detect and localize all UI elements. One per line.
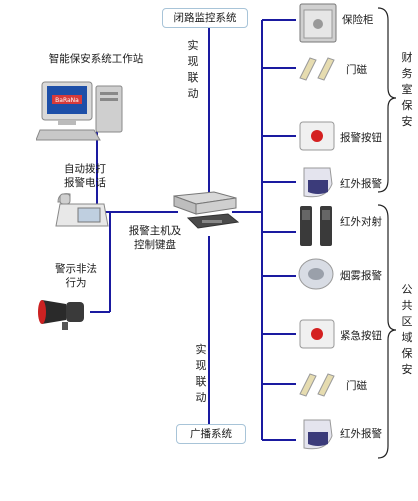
workstation-computer-icon: BaRaNa — [36, 81, 123, 141]
telephone-icon — [55, 193, 109, 227]
device-label-beam: 红外对射 — [340, 216, 382, 228]
smoke-detector-icon — [298, 258, 334, 290]
siren-label: 警示非法行为 — [55, 263, 97, 289]
link-label-bottom: 实现联动 — [195, 343, 207, 404]
door-contact-icon-2 — [299, 373, 335, 397]
siren-speaker-icon — [38, 300, 84, 330]
device-label-pir-2: 红外报警 — [340, 428, 382, 440]
device-label-door-contact-2: 门磁 — [346, 380, 367, 392]
alarm-button-icon — [299, 121, 335, 151]
device-label-door-contact-1: 门磁 — [346, 64, 367, 76]
phone-label: 自动拨打报警电话 — [64, 163, 106, 189]
monitor-logo: BaRaNa — [55, 97, 79, 104]
finance-brace — [377, 7, 397, 193]
workstation-label: 智能保安系统工作站 — [48, 53, 144, 65]
device-label-safe: 保险柜 — [342, 14, 374, 26]
door-contact-icon — [299, 57, 335, 81]
safe-icon — [299, 3, 337, 43]
cctv-system-box: 闭路监控系统 — [162, 8, 248, 28]
beam-sensor-icon — [300, 206, 332, 246]
broadcast-system-label: 广播系统 — [190, 428, 232, 440]
pir-sensor-icon — [303, 167, 333, 198]
group-label-finance: 财务室保安 — [401, 51, 413, 128]
pir-sensor-icon-2 — [303, 419, 333, 450]
device-label-alarm-button: 报警按钮 — [340, 132, 382, 144]
emergency-button-icon — [299, 319, 335, 349]
cctv-system-label: 闭路监控系统 — [173, 12, 237, 24]
broadcast-system-box: 广播系统 — [176, 424, 246, 444]
device-label-smoke: 烟雾报警 — [340, 270, 382, 282]
host-label: 报警主机及控制键盘 — [128, 225, 182, 251]
device-label-pir-1: 红外报警 — [340, 178, 382, 190]
group-label-public: 公共区域保安 — [401, 283, 413, 376]
link-label-top: 实现联动 — [187, 39, 199, 100]
alarm-host-icon — [173, 191, 240, 229]
public-brace — [377, 204, 397, 459]
device-label-emergency: 紧急按钮 — [340, 330, 382, 342]
